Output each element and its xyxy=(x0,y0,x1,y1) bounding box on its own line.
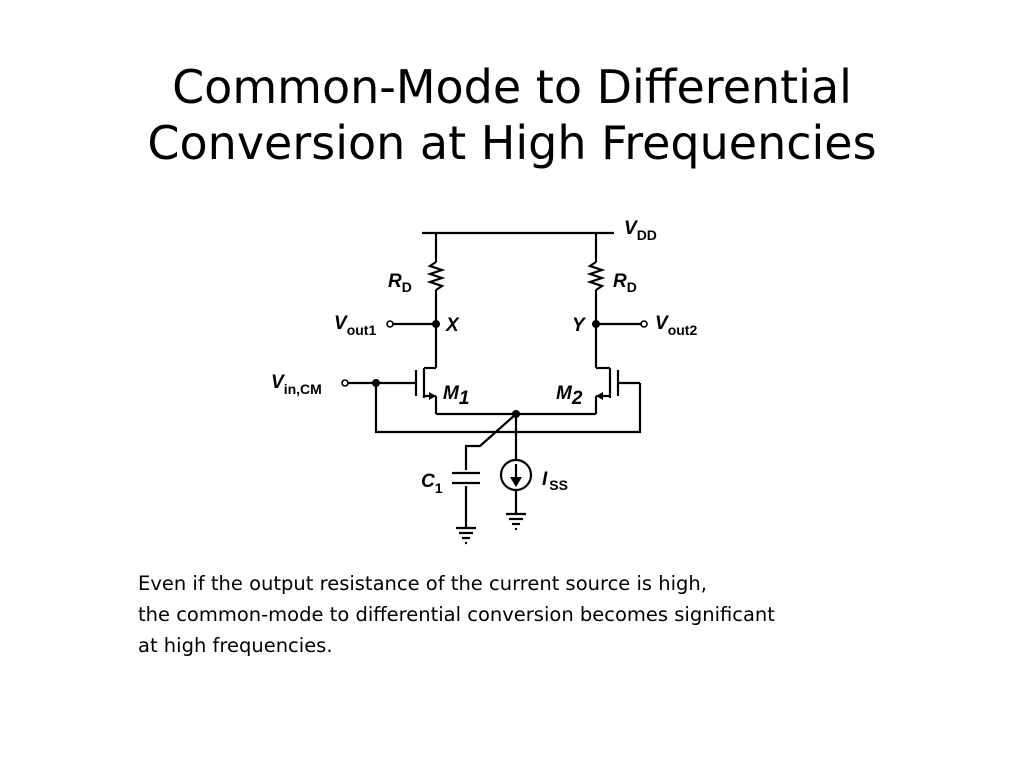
right-rd-label: RD xyxy=(613,271,637,295)
vdd-label: VDD xyxy=(624,218,657,243)
slide-title-line-1: Common-Mode to Differential xyxy=(172,59,852,114)
left-rd-label: RD xyxy=(388,271,412,295)
vin-cm-terminal xyxy=(341,379,349,387)
m2-source-arrow xyxy=(596,392,603,400)
vout1-terminal xyxy=(386,320,394,328)
body-line-2: the common-mode to differential conversi… xyxy=(138,603,775,626)
m1-label: M1 xyxy=(443,383,469,409)
vout2-label: Vout2 xyxy=(655,313,697,338)
vin-cm-label: Vin,CM xyxy=(271,372,322,397)
c1-ground-icon xyxy=(456,526,476,545)
node-x-label: X xyxy=(445,315,460,336)
slide-title-line-2: Conversion at High Frequencies xyxy=(147,115,877,170)
differential-pair-circuit-diagram: VDD RD Vout1 X RD Vout2 Y xyxy=(271,218,697,545)
slide-body-text: Even if the output resistance of the cur… xyxy=(138,568,998,661)
iss-ground-icon xyxy=(506,512,526,531)
node-y-label: Y xyxy=(572,315,587,336)
iss-arrow-head xyxy=(510,477,522,487)
m1-source-arrow xyxy=(429,392,436,400)
m2-label: M2 xyxy=(556,383,583,409)
body-line-3: at high frequencies. xyxy=(138,634,333,657)
vout2-terminal xyxy=(640,320,648,328)
right-resistor-rd xyxy=(586,261,606,291)
slide-title: Common-Mode to Differential Conversion a… xyxy=(0,59,1024,171)
vout1-label: Vout1 xyxy=(334,313,376,338)
capacitor-feed-wire xyxy=(464,413,517,470)
body-line-1: Even if the output resistance of the cur… xyxy=(138,572,707,595)
left-resistor-rd xyxy=(426,261,446,291)
c1-label: C1 xyxy=(421,471,443,496)
gate-tie-loop xyxy=(374,383,642,434)
